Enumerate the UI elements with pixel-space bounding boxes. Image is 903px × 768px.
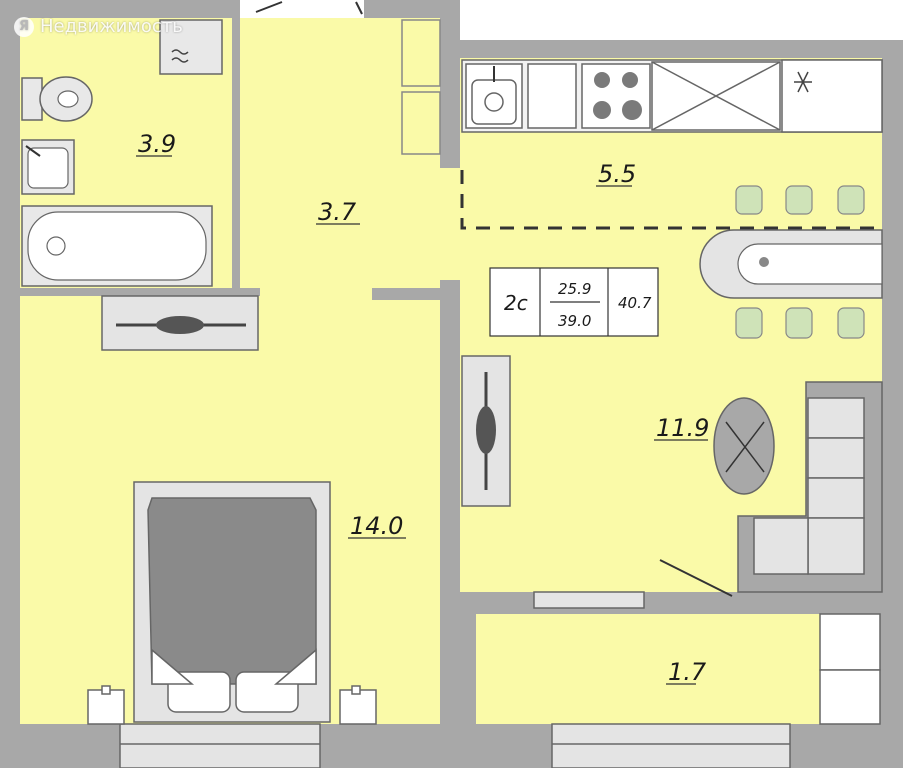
burner-1 [594,72,610,88]
windows [101,295,791,768]
hood-cross-2 [651,61,781,131]
stool-3 [837,185,865,215]
watermark: Я Недвижимость [14,16,183,37]
balcony-door [659,559,733,597]
sofa-seat-3 [807,477,865,519]
burner-2 [622,72,638,88]
sofa [737,381,883,593]
bathtub-drain [46,236,66,256]
sofa-seat-4 [807,517,865,575]
washing-machine [159,19,223,75]
top-opening [240,0,364,18]
wardrobe-shelf-1 [401,19,441,87]
nightstand-left [87,689,125,725]
kitchen-sink-right [527,63,577,129]
washing-machine-symbol [171,49,189,63]
bedroom-window-handle [156,316,204,334]
hall-connector-floor [400,150,470,290]
bed [133,481,331,723]
toilet-tank [21,77,43,121]
bar-counter [699,229,883,299]
living-area-label: 11.9 [656,414,709,442]
room-labels: 3.9 3.7 5.5 11.9 14.0 1.7 [136,130,709,686]
living-window-handle [476,406,496,454]
wardrobe-shelf-2 [401,91,441,155]
toilet-seat [57,90,79,108]
hall-area-label: 3.7 [318,198,357,226]
coffee-table [713,397,775,495]
stool-5 [785,307,813,339]
summary-overall: 40.7 [618,294,652,312]
balcony-area-label: 1.7 [668,658,707,686]
toilet-area-label: 3.9 [138,130,176,158]
bar-stools [735,185,865,339]
balcony-floor [476,614,880,724]
watermark-text: Недвижимость [40,16,183,37]
bottom-window-left [119,723,321,768]
stool-6 [837,307,865,339]
bedroom-area-label: 14.0 [350,512,403,540]
summary-living: 25.9 [558,280,591,298]
blanket-fold-right [273,648,317,685]
bath-sink-faucet [25,145,41,157]
wall-bath-hall [232,18,240,103]
stool-4 [735,307,763,339]
entry-door [255,1,283,13]
summary-total: 39.0 [558,312,591,330]
bar-inner [737,243,883,285]
nightstand-right-lamp [351,685,361,695]
stove [581,63,651,129]
bed-mattress [147,497,317,685]
stool-2 [785,185,813,215]
burner-3 [593,101,611,119]
bathroom-fixtures [21,19,223,287]
balcony-cabinet-2 [819,669,881,725]
wall-kitchen-top [460,40,882,58]
balcony-door-window [533,591,645,609]
kitchen-area-label: 5.5 [598,160,636,188]
bar-sink [759,257,769,267]
kitchen-counter [461,59,883,133]
blanket-fold-left [151,648,195,685]
sofa-seat-1 [807,397,865,439]
kitchen-sink-drain [484,92,504,112]
watermark-logo-icon: Я [14,16,34,37]
doors [255,1,733,597]
wall-hall-living [440,280,460,724]
sofa-seat-2 [807,437,865,479]
summary-box: 2с 25.9 39.0 40.7 [489,267,659,337]
summary-frame [489,267,659,337]
nightstand-left-lamp [101,685,111,695]
fridge-snowflake [794,71,812,93]
kitchen-zone-line [460,170,882,230]
burner-4 [622,100,642,120]
wall-bath-hall-lower [232,196,240,292]
partitions [20,18,882,724]
bottom-window-right [551,723,791,768]
top-right-door [355,1,363,15]
nightstand-right [339,689,377,725]
wall-hall-stub [372,288,460,300]
sofa-seat-5 [753,517,809,575]
balcony-cabinets [819,613,881,725]
bath-sink-basin [27,147,69,189]
balcony-cabinet-1 [819,613,881,671]
bathtub-basin [27,211,207,281]
fridge [781,59,883,133]
stool-1 [735,185,763,215]
summary-type: 2с [504,291,528,315]
coffee-table-leg-2 [725,421,765,473]
wall-closet-right [440,18,460,168]
wall-bath-bedroom [20,288,260,296]
nightstands [87,685,377,725]
hall-wardrobe [401,19,441,155]
